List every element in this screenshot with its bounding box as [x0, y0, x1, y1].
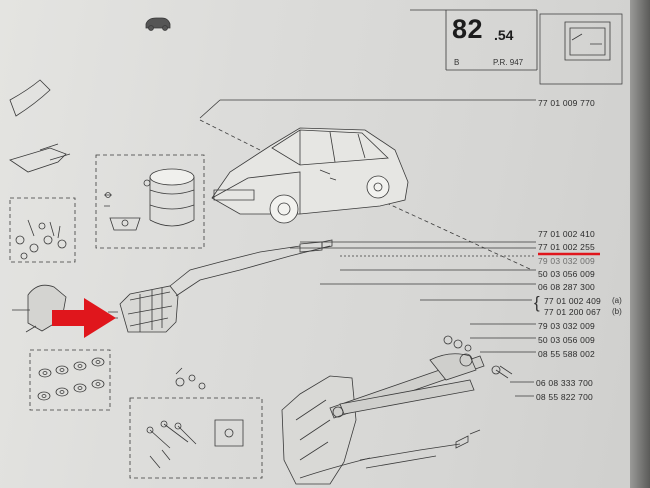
cylinder-part: [104, 168, 195, 231]
washer-set: [37, 357, 105, 401]
part-number: 50 03 056 009: [538, 335, 595, 345]
bracket-set: [146, 419, 244, 469]
part-number: 50 03 056 009: [538, 269, 595, 279]
book-spine: [630, 0, 650, 488]
note-a: (a): [612, 296, 622, 305]
part-number: 08 55 588 002: [538, 349, 595, 359]
part-number: 79 03 032 009: [538, 256, 595, 266]
brace: {: [534, 293, 540, 312]
part-number: 77 01 002 409: [544, 296, 601, 306]
window-regulator: [281, 353, 485, 485]
part-number: 77 01 002 410: [538, 229, 595, 239]
small-parts-cluster: [15, 219, 67, 260]
note-b: (b): [612, 307, 622, 316]
part-number: 77 01 009 770: [538, 98, 595, 108]
motor-assembly: [106, 239, 333, 333]
page-number-decimal: .54: [494, 27, 514, 43]
part-number: 08 55 822 700: [536, 392, 593, 402]
part-number: 06 08 333 700: [536, 378, 593, 388]
page-code-right: P.R. 947: [493, 58, 524, 67]
page-number: 82: [452, 14, 484, 44]
part-number: 77 01 200 067: [544, 307, 601, 317]
part-number: 06 08 287 300: [538, 282, 595, 292]
page-code-left: B: [454, 58, 460, 67]
car-illustration: [211, 127, 409, 224]
part-number-highlighted: 77 01 002 255: [538, 242, 595, 252]
part-number: 79 03 032 009: [538, 321, 595, 331]
car-silhouette-icon: [145, 17, 171, 31]
arrow-right-icon: [52, 298, 116, 338]
